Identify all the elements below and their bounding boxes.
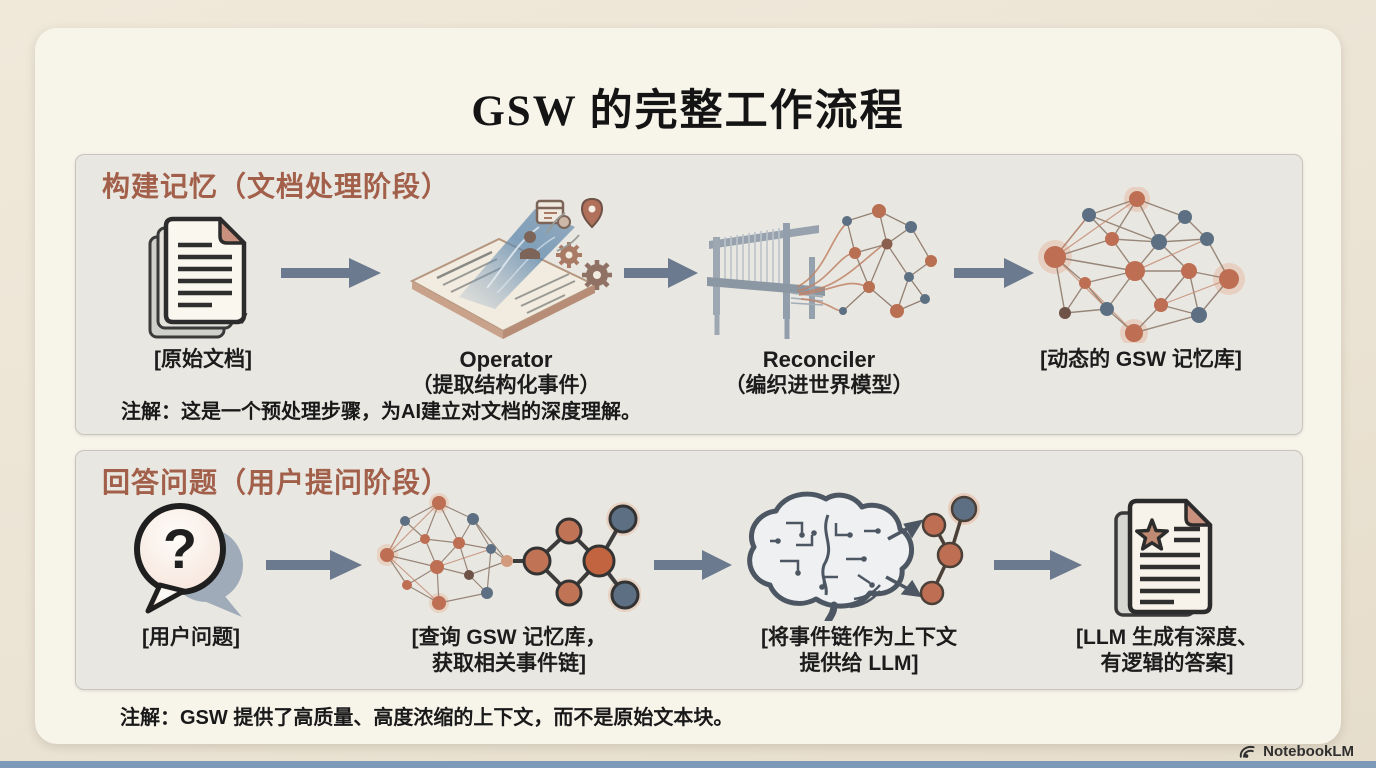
query-memory-icon xyxy=(377,493,641,613)
gsw-memory-icon-box xyxy=(1037,187,1245,343)
question-mark-glyph: ? xyxy=(163,517,197,580)
gsw-memory-network-icon xyxy=(1038,187,1245,343)
step-label-line2: 有逻辑的答案] xyxy=(1100,652,1234,675)
step-user-question: ? [用户问题] xyxy=(132,493,250,651)
arrow-icon xyxy=(994,547,1082,588)
step-query-memory: [查询 GSW 记忆库， 获取相关事件链] xyxy=(377,493,641,677)
step-label-line1: [查询 GSW 记忆库， xyxy=(411,626,607,649)
step-label-line1: [将事件链作为上下文 xyxy=(761,626,957,649)
step-label: [用户问题] xyxy=(142,626,240,649)
watermark-brand: NotebookLM xyxy=(1263,743,1354,760)
notebooklm-logo-icon xyxy=(1240,745,1255,758)
panel2-note: 注解：GSW 提供了高质量、高度浓缩的上下文，而不是原始文本块。 xyxy=(120,707,734,729)
step-operator: Operator （提取结构化事件） xyxy=(397,193,615,399)
step-label: Operator （提取结构化事件） xyxy=(412,347,601,399)
source-documents-icon xyxy=(148,216,248,339)
brain-context-icon-box xyxy=(736,491,982,621)
reconciler-icon-box xyxy=(697,193,941,343)
source-documents-icon-box xyxy=(142,193,264,343)
step-label: [动态的 GSW 记忆库] xyxy=(1040,348,1242,371)
step-label: [LLM 生成有深度、 有逻辑的答案] xyxy=(1076,625,1258,677)
brain-context-icon xyxy=(747,491,980,621)
step-gsw-memory: [动态的 GSW 记忆库] xyxy=(1037,187,1245,373)
panel-build-memory: 构建记忆（文档处理阶段） [原始文档] xyxy=(75,154,1303,435)
bottom-accent-strip xyxy=(0,761,1376,768)
step-reconciler: Reconciler （编织进世界模型） xyxy=(697,193,941,399)
step-label-line2: 提供给 LLM] xyxy=(799,652,919,675)
step-label-line1: Operator xyxy=(459,347,553,372)
answer-document-icon xyxy=(1114,498,1213,617)
step-label-line1: Reconciler xyxy=(762,347,876,372)
step-label: Reconciler （编织进世界模型） xyxy=(725,347,914,399)
arrow-icon xyxy=(954,255,1034,296)
panel-answer-question: 回答问题（用户提问阶段） ? [用户问题] xyxy=(75,450,1303,690)
step-label-line2: （提取结构化事件） xyxy=(411,374,601,397)
user-question-icon: ? xyxy=(134,503,243,617)
step-label: [查询 GSW 记忆库， 获取相关事件链] xyxy=(412,625,607,677)
arrow-icon xyxy=(281,255,381,296)
arrow-icon xyxy=(654,547,732,588)
arrow-icon xyxy=(266,547,362,588)
step-label: [原始文档] xyxy=(154,348,252,371)
watermark: NotebookLM xyxy=(1238,743,1354,760)
step-llm-context: [将事件链作为上下文 提供给 LLM] xyxy=(736,491,982,677)
answer-document-icon-box xyxy=(1108,493,1226,621)
panel1-note: 注解：这是一个预处理步骤，为AI建立对文档的深度理解。 xyxy=(121,401,641,423)
step-answer-document: [LLM 生成有深度、 有逻辑的答案] xyxy=(1076,493,1258,677)
panel-answer-question-header: 回答问题（用户提问阶段） xyxy=(102,468,451,499)
step-label-line1: [LLM 生成有深度、 xyxy=(1076,626,1258,649)
query-memory-icon-box xyxy=(377,493,641,621)
page-title: GSW 的完整工作流程 xyxy=(471,88,905,135)
step-source-documents: [原始文档] xyxy=(142,193,264,373)
step-label-line2: 获取相关事件链] xyxy=(431,652,586,675)
step-label-line2: （编织进世界模型） xyxy=(724,374,914,397)
reconciler-loom-icon xyxy=(707,204,937,339)
arrow-icon xyxy=(624,255,698,296)
operator-extraction-icon xyxy=(409,197,612,339)
step-label: [将事件链作为上下文 提供给 LLM] xyxy=(761,625,957,677)
user-question-icon-box: ? xyxy=(132,493,250,621)
panel-build-memory-header: 构建记忆（文档处理阶段） xyxy=(102,172,451,203)
operator-icon-box xyxy=(397,193,615,343)
